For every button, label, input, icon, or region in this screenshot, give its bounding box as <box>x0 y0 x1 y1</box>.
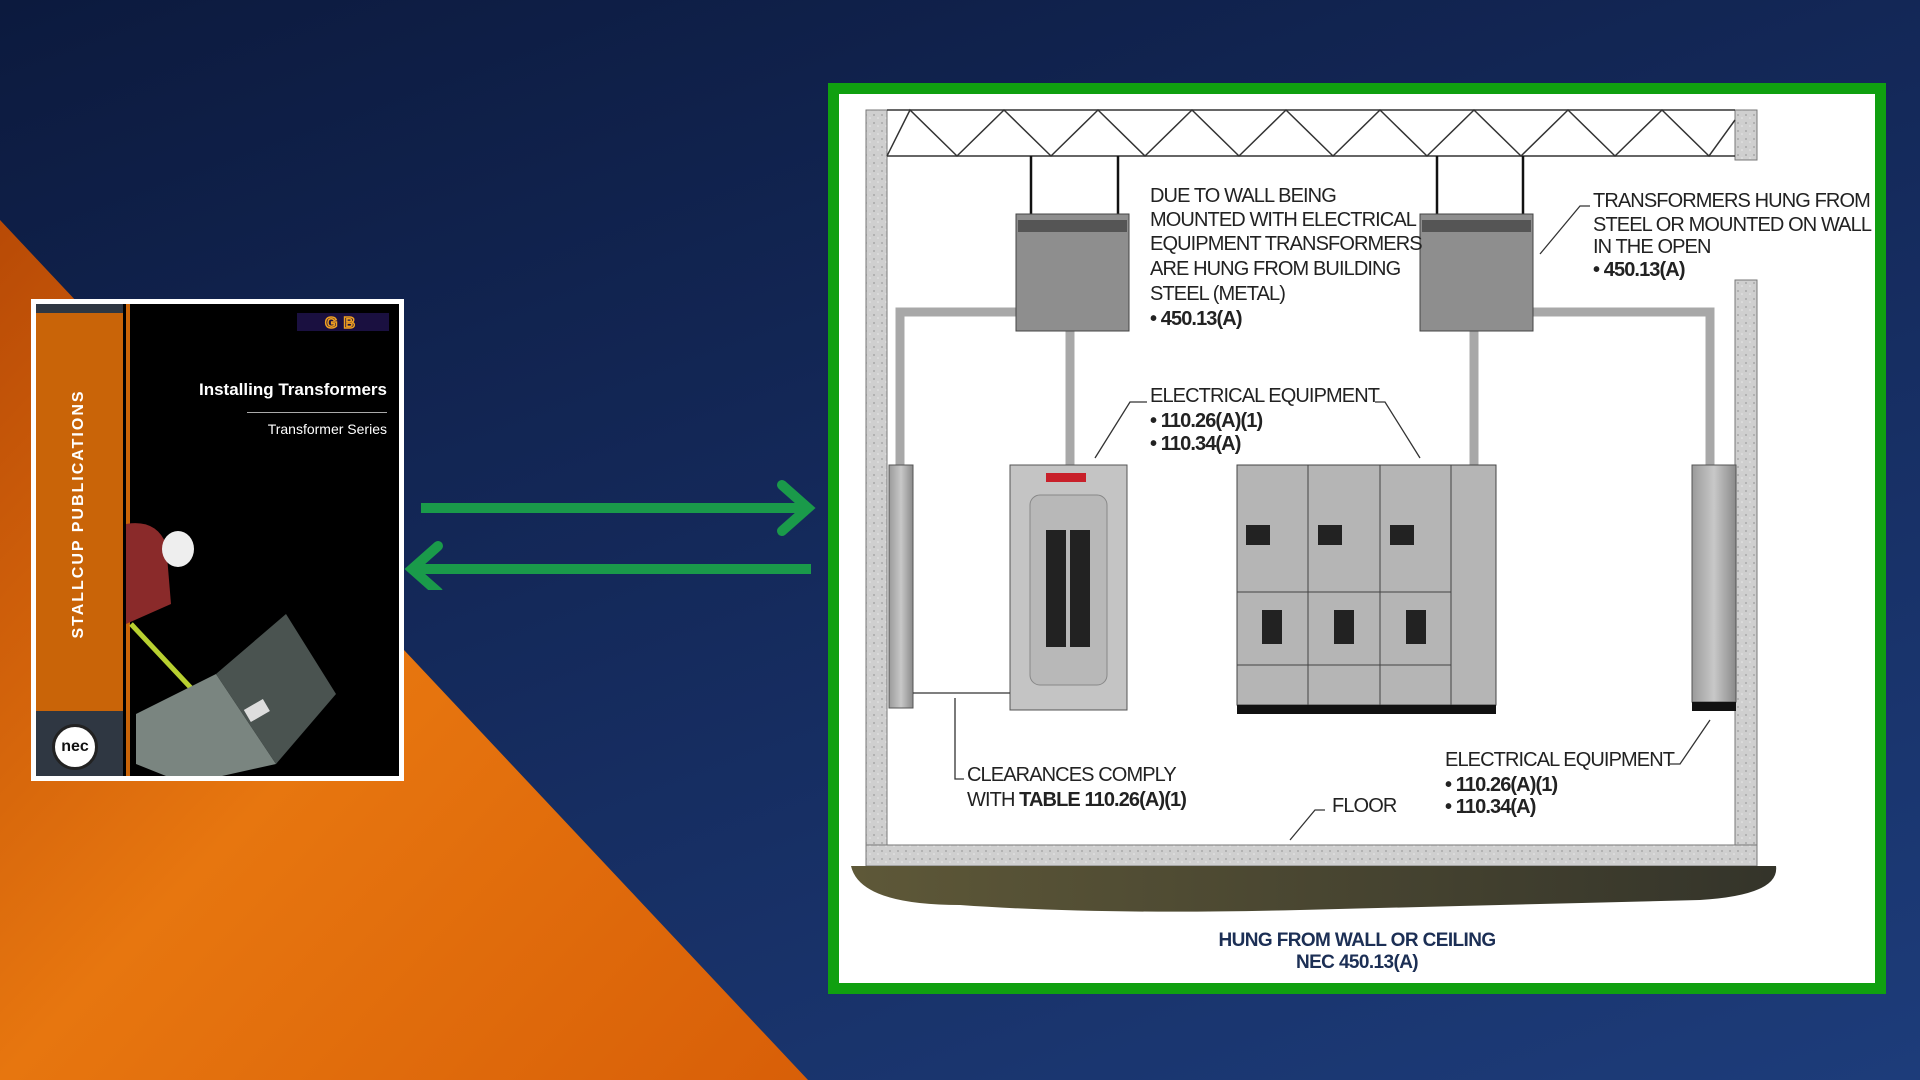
book-cover[interactable]: STALLCUP PUBLICATIONS GB Installing Tran… <box>31 299 404 781</box>
equipment-label-right: ELECTRICAL EQUIPMENT • 110.26(A)(1) • 11… <box>1445 749 1678 818</box>
book-spine <box>36 313 123 711</box>
spine-top-band <box>36 304 123 313</box>
right-wall <box>1734 279 1758 851</box>
note-top: DUE TO WALL BEING MOUNTED WITH ELECTRICA… <box>1150 185 1426 330</box>
gb-logo: GB <box>297 313 389 333</box>
panelboard <box>1009 464 1128 711</box>
caption-code: NEC 450.13(A) <box>1296 952 1418 973</box>
transformer-installation-diagram: DUE TO WALL BEING MOUNTED WITH ELECTRICA… <box>828 83 1886 994</box>
book-title: Installing Transformers <box>199 380 387 399</box>
arrow-left-icon <box>404 541 811 590</box>
equipment-label-center: ELECTRICAL EQUIPMENT • 110.26(A)(1) • 11… <box>1150 385 1383 455</box>
svg-text:GB: GB <box>325 315 361 331</box>
switchgear <box>1236 464 1497 714</box>
transformer-left <box>1015 213 1130 332</box>
book-year: 2023 <box>396 699 399 776</box>
wall-equipment-right <box>1691 464 1737 711</box>
caption-title: HUNG FROM WALL OR CEILING <box>1218 930 1495 951</box>
leader-lines <box>913 205 1711 841</box>
arrow-right-icon <box>421 480 816 536</box>
worker-transformer-photo <box>126 523 336 776</box>
right-wall-upper <box>1734 109 1758 161</box>
book-subtitle: Transformer Series <box>267 421 387 437</box>
hanger-rods <box>1029 156 1525 214</box>
roof-truss <box>886 108 1736 158</box>
bidirectional-arrows <box>404 480 816 590</box>
title-divider <box>247 412 387 413</box>
floor-label: FLOOR <box>1332 795 1397 817</box>
note-right: TRANSFORMERS HUNG FROM STEEL OR MOUNTED … <box>1593 190 1875 281</box>
nec-badge: nec <box>52 724 98 770</box>
ground <box>851 866 1777 912</box>
left-wall <box>865 109 888 851</box>
transformer-right <box>1419 213 1534 332</box>
publisher-name: STALLCUP PUBLICATIONS <box>70 389 87 639</box>
wall-equipment-left <box>888 464 914 709</box>
floor-slab <box>865 844 1758 867</box>
clearance-note: CLEARANCES COMPLY WITH TABLE 110.26(A)(1… <box>967 764 1186 811</box>
conduits <box>895 307 1715 465</box>
